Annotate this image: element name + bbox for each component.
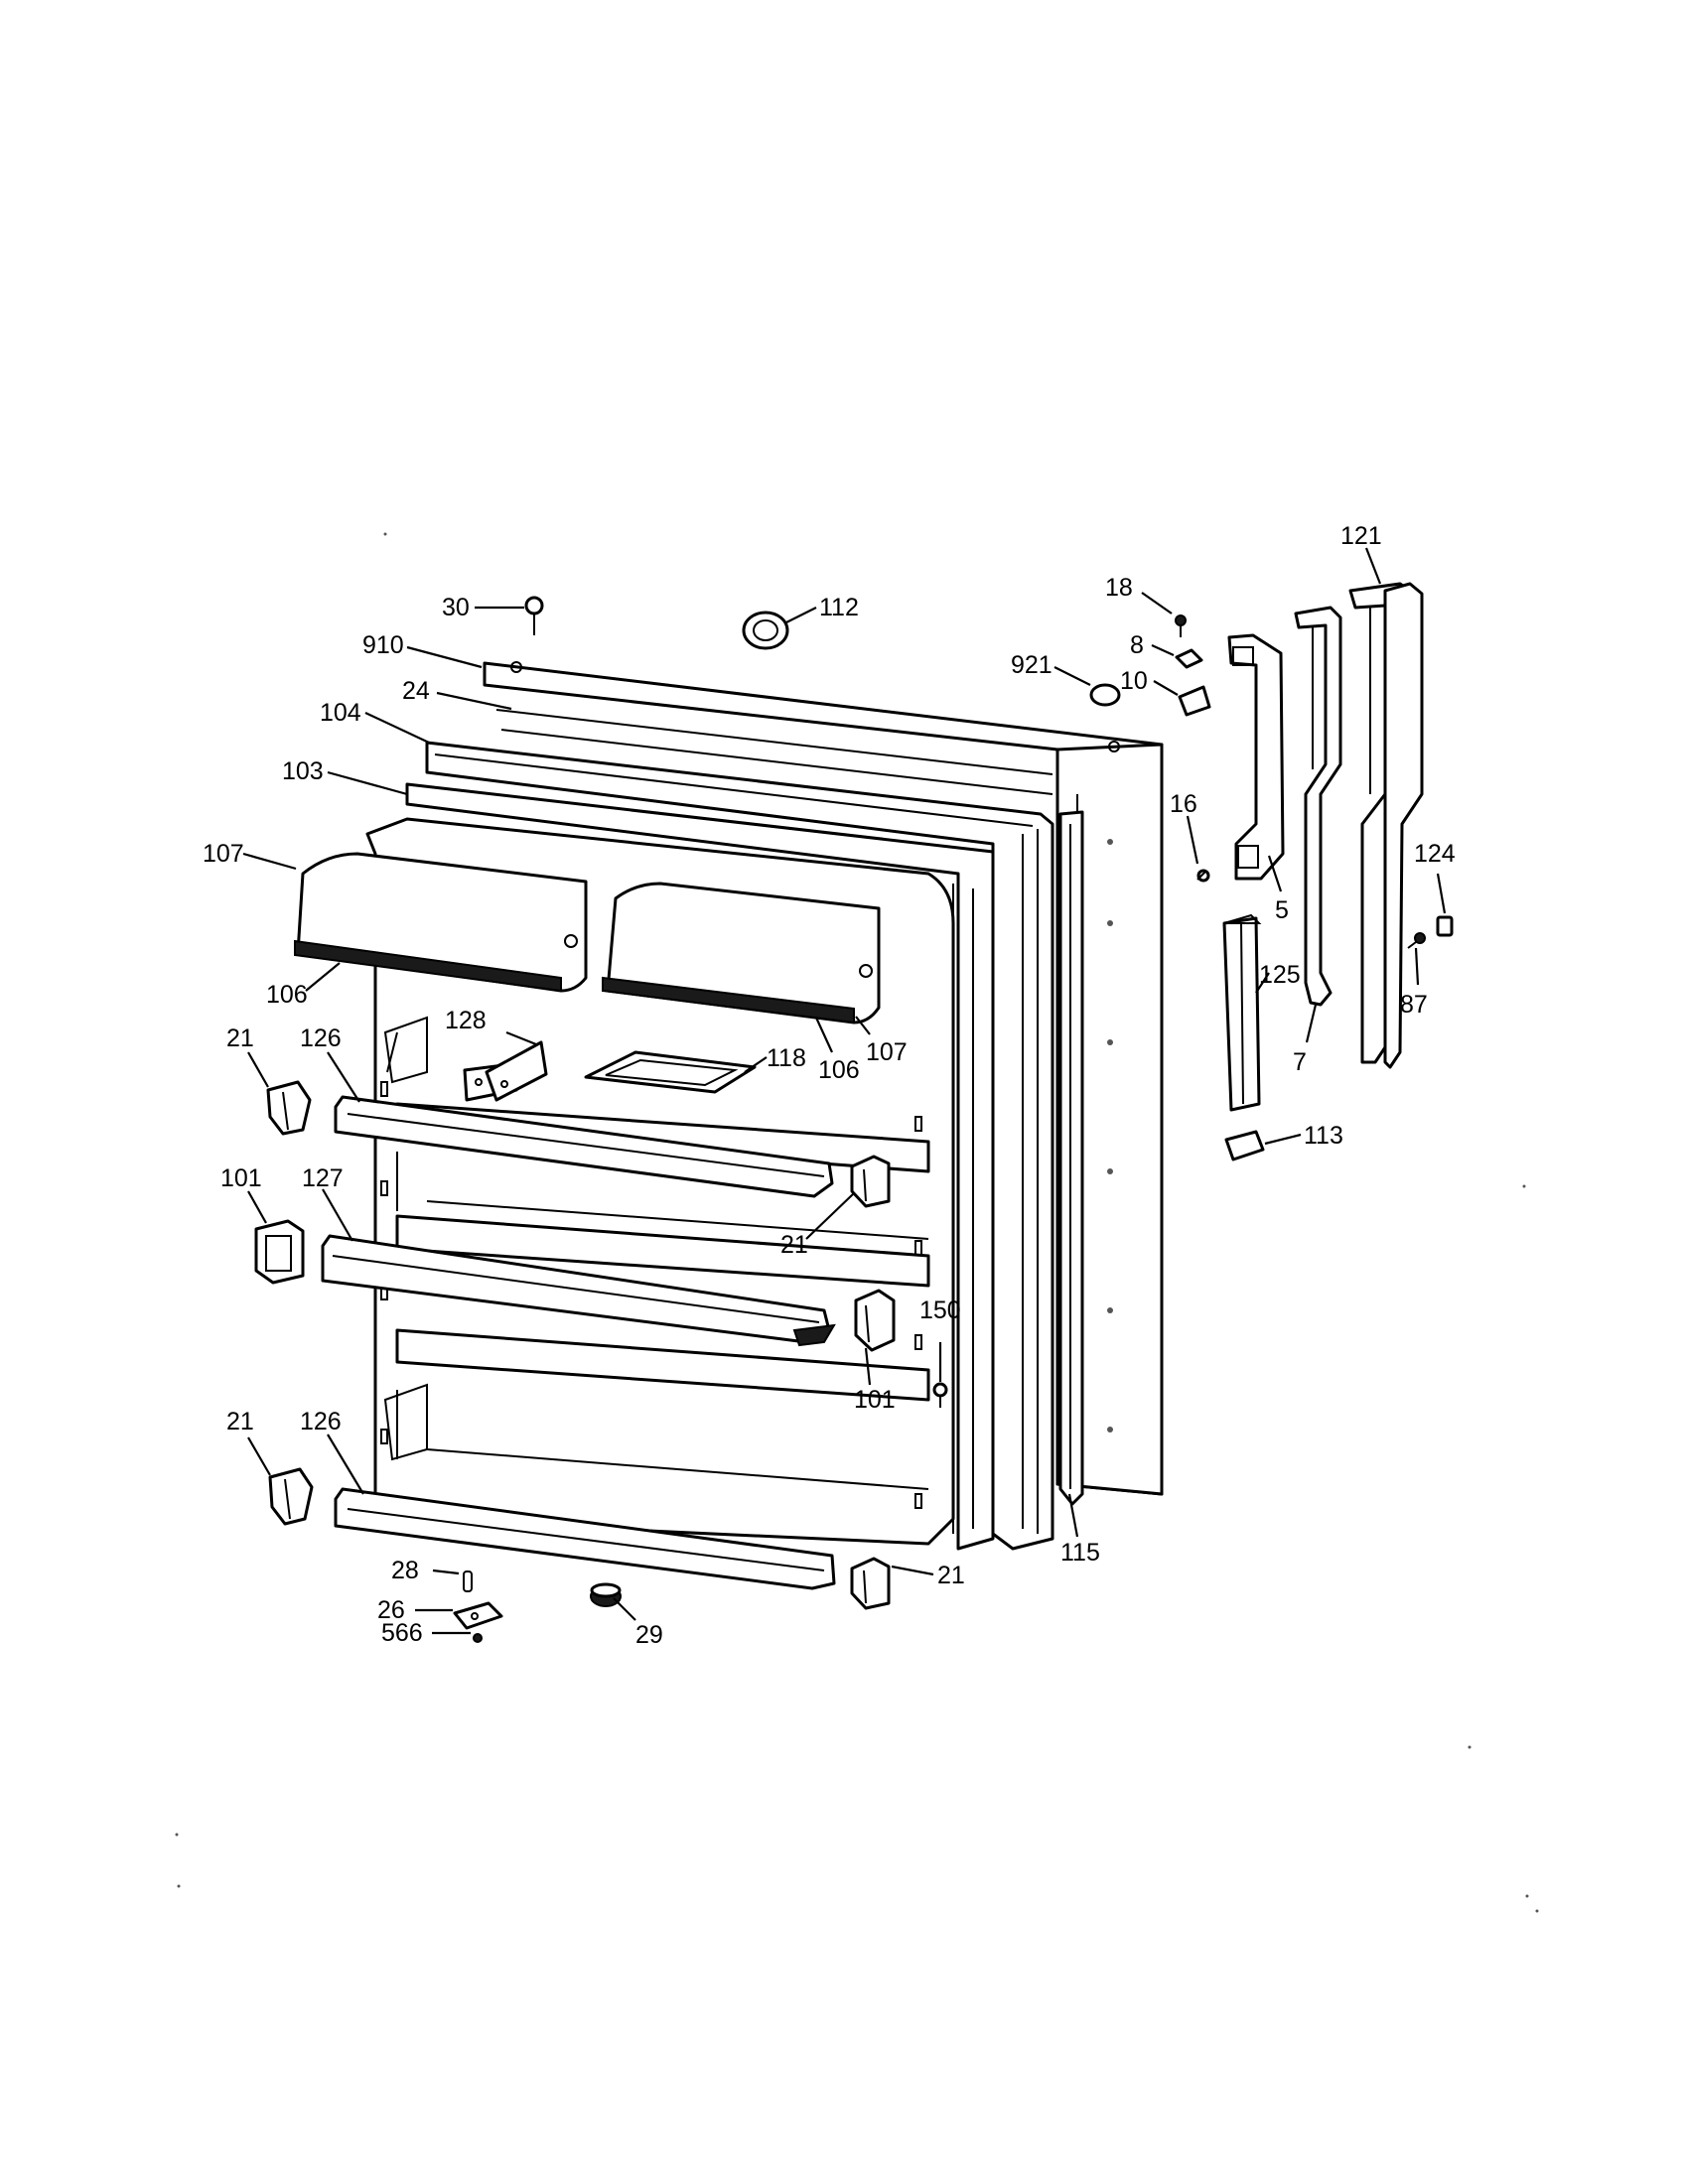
callout-106-left: 106 [266,981,308,1009]
callout-101-right: 101 [854,1386,896,1414]
callout-107-right: 107 [866,1038,908,1066]
callout-566: 566 [381,1619,423,1647]
upper-door-bin-left [294,852,588,993]
callout-24: 24 [402,677,430,705]
bracket-26 [453,1601,503,1630]
screw-18 [1175,614,1187,637]
callout-107-left: 107 [203,840,244,868]
cap-29 [590,1582,622,1607]
rack-end-cap-right-middle [854,1289,896,1352]
callout-10: 10 [1120,667,1148,695]
rack-end-cap-left-middle [254,1219,305,1285]
screw-566 [473,1633,483,1643]
callout-125: 125 [1259,961,1301,989]
callout-101-left: 101 [220,1164,262,1192]
callout-150: 150 [919,1297,961,1324]
callout-21-right-upper: 21 [780,1231,808,1259]
washer-8 [1175,648,1203,669]
door-rack-middle [321,1234,836,1347]
rack-end-cap-left-lower [268,1467,314,1526]
callout-127: 127 [302,1164,344,1192]
rack-end-cap-right-upper [850,1155,891,1208]
screw-16 [1196,869,1210,883]
callout-115: 115 [1060,1539,1100,1567]
callout-28: 28 [391,1557,419,1584]
callout-921: 921 [1011,651,1052,679]
callout-106-right: 106 [818,1056,860,1084]
callout-126-lower: 126 [300,1408,342,1435]
callout-30: 30 [442,594,470,621]
callout-112: 112 [819,594,859,621]
rack-end-cap-left-upper [266,1080,312,1136]
callout-910: 910 [362,631,404,659]
door-strip [1058,810,1084,1506]
callout-16: 16 [1170,790,1197,818]
butter-tray [584,1050,757,1094]
plug-112 [742,611,789,650]
callout-128: 128 [445,1007,487,1034]
bushing-10 [1178,685,1211,717]
callout-21-left-upper: 21 [226,1024,254,1052]
handle-cover-125 [1222,913,1262,1112]
door-gasket [425,741,1054,1551]
upper-door-bin-right [602,882,881,1024]
cap-124 [1436,915,1454,937]
door-rack-upper [334,1095,834,1198]
callout-labels: 30 112 910 24 104 103 107 106 128 118 10… [203,522,1456,1649]
callout-26: 26 [377,1596,405,1624]
rack-end-cap-right-lower [850,1557,891,1610]
callout-104: 104 [320,699,361,727]
callout-5: 5 [1275,896,1289,924]
callout-8: 8 [1130,631,1144,659]
handle-bracket-121 [1348,582,1424,1069]
screw-150 [932,1382,948,1408]
plug-921 [1089,683,1121,707]
handle-bracket-7 [1294,606,1342,1007]
dairy-door-flap [463,1040,548,1102]
callout-113: 113 [1304,1122,1343,1150]
scan-specks [175,532,1539,1913]
callout-18: 18 [1105,574,1133,602]
door-rack-lower [334,1487,836,1590]
screw-87 [1407,932,1426,949]
pin-28 [463,1570,473,1592]
callout-87: 87 [1400,991,1428,1019]
leader-lines [242,547,1447,1635]
callout-29: 29 [635,1621,663,1649]
screw-30 [524,596,544,635]
hinge-bracket-5 [1227,633,1285,881]
callout-103: 103 [282,757,324,785]
callout-126-upper: 126 [300,1024,342,1052]
cap-113 [1224,1130,1265,1161]
callout-121: 121 [1340,522,1382,550]
callout-21-right-lower: 21 [937,1562,965,1589]
callout-21-left-lower: 21 [226,1408,254,1435]
callout-118: 118 [767,1044,806,1072]
callout-7: 7 [1293,1048,1307,1076]
callout-124: 124 [1414,840,1456,868]
